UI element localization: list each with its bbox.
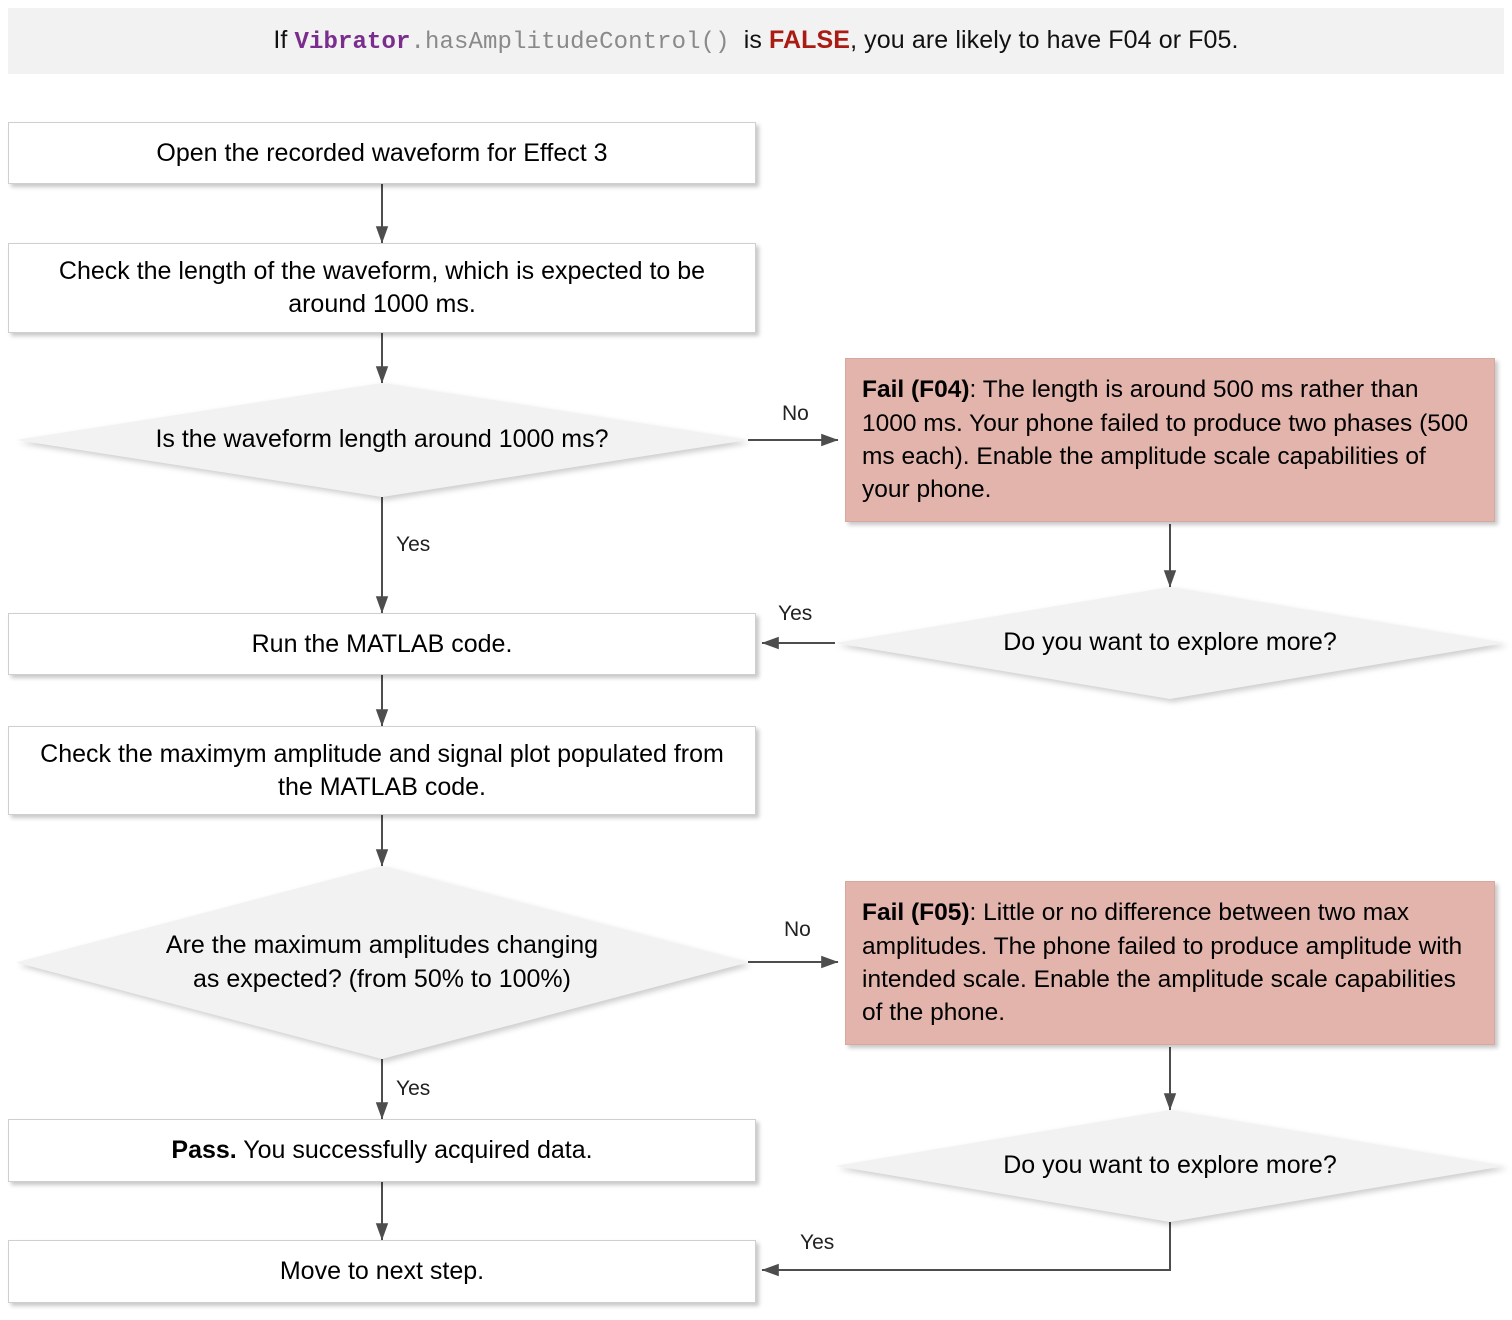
diamond-shape	[835, 1110, 1505, 1222]
node-check-amplitude-label: Check the maximym amplitude and signal p…	[40, 739, 724, 801]
node-check-length-label: Check the length of the waveform, which …	[58, 257, 706, 318]
node-decide-amplitude[interactable]: Are the maximum amplitudes changing as e…	[16, 866, 748, 1059]
false-keyword: FALSE	[769, 26, 851, 54]
node-explore-more-1[interactable]: Do you want to explore more?	[835, 587, 1505, 699]
code-method-token: .hasAmplitudeControl()	[410, 29, 730, 56]
node-fail-f05-body: : Little or no difference between two ma…	[862, 899, 1463, 1027]
header-prefix: If	[273, 26, 295, 54]
header-middle: is	[729, 26, 770, 54]
node-next-step[interactable]: Move to next step.	[8, 1240, 756, 1303]
node-fail-f04-title: Fail (F04)	[862, 376, 970, 404]
header-text: If Vibrator.hasAmplitudeControl() is FAL…	[273, 26, 1238, 56]
diamond-shape	[16, 383, 748, 497]
node-pass-body: You successfully acquired data.	[236, 1136, 593, 1164]
node-open-waveform[interactable]: Open the recorded waveform for Effect 3	[8, 122, 756, 184]
edge-label-explore2-yes: Yes	[800, 1231, 835, 1254]
edge-label-length-yes: Yes	[396, 533, 431, 556]
header-suffix: , you are likely to have F04 or F05.	[850, 26, 1239, 54]
edge-label-amplitude-no: No	[784, 918, 811, 941]
node-decide-length[interactable]: Is the waveform length around 1000 ms?	[16, 383, 748, 497]
node-fail-f04-text: Fail (F04): The length is around 500 ms …	[862, 373, 1478, 506]
node-fail-f05-text: Fail (F05): Little or no difference betw…	[862, 896, 1478, 1029]
node-fail-f05[interactable]: Fail (F05): Little or no difference betw…	[845, 881, 1495, 1045]
edge-label-explore1-yes: Yes	[778, 602, 813, 625]
node-check-amplitude[interactable]: Check the maximym amplitude and signal p…	[8, 726, 756, 815]
node-run-matlab[interactable]: Run the MATLAB code.	[8, 613, 756, 675]
edge-label-amplitude-yes: Yes	[396, 1077, 431, 1100]
node-explore-more-2[interactable]: Do you want to explore more?	[835, 1110, 1505, 1222]
node-check-length[interactable]: Check the length of the waveform, which …	[8, 243, 756, 333]
node-fail-f04[interactable]: Fail (F04): The length is around 500 ms …	[845, 358, 1495, 522]
code-class-token: Vibrator	[294, 29, 411, 56]
node-pass[interactable]: Pass. You successfully acquired data.	[8, 1119, 756, 1182]
node-fail-f05-title: Fail (F05)	[862, 899, 970, 927]
edge-label-length-no: No	[782, 402, 809, 425]
node-next-step-label: Move to next step.	[279, 1257, 485, 1285]
node-pass-title: Pass.	[171, 1136, 237, 1164]
node-fail-f04-body: : The length is around 500 ms rather tha…	[862, 376, 1469, 504]
node-run-matlab-label: Run the MATLAB code.	[251, 629, 513, 658]
header-banner: If Vibrator.hasAmplitudeControl() is FAL…	[8, 8, 1504, 74]
diamond-shape	[16, 866, 748, 1059]
node-pass-text: Pass. You successfully acquired data.	[171, 1134, 592, 1167]
diamond-shape	[835, 587, 1505, 699]
node-open-waveform-label: Open the recorded waveform for Effect 3	[156, 138, 608, 167]
